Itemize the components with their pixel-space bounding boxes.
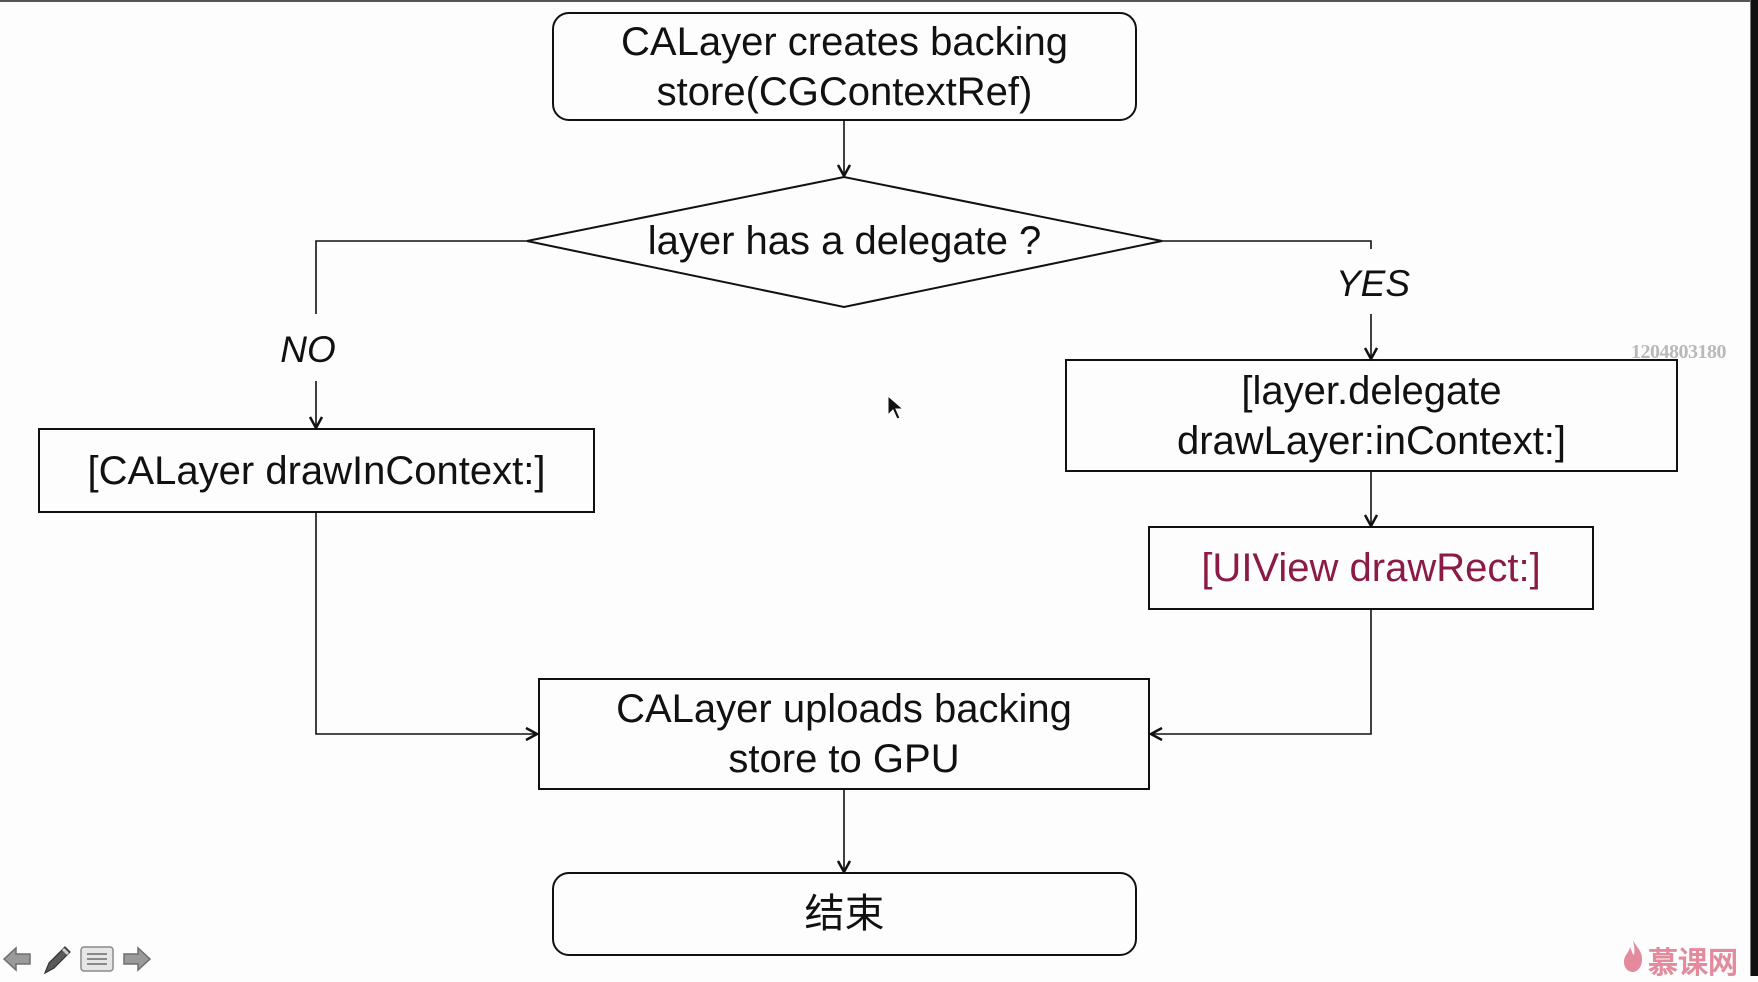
edge-uiview-to-upload bbox=[1151, 609, 1372, 734]
uiview-node: [UIView drawRect:] bbox=[1201, 546, 1541, 590]
mouse-cursor-icon bbox=[887, 394, 905, 426]
brand-name: 慕课网 bbox=[1648, 946, 1738, 981]
arrow-left-icon[interactable] bbox=[0, 944, 34, 974]
watermark-id: 1204803180 bbox=[1631, 341, 1727, 363]
upload-node-line2: store to GPU bbox=[728, 737, 960, 781]
no-branch-node: [CALayer drawInContext:] bbox=[87, 448, 546, 493]
yes-branch-line2: drawLayer:inContext:] bbox=[1176, 418, 1567, 463]
edge-label-yes: YES bbox=[1335, 263, 1411, 304]
decision-node: layer has a delegate ? bbox=[647, 219, 1042, 263]
slide-nav-toolbar bbox=[0, 944, 154, 975]
window-right-border bbox=[1750, 0, 1758, 976]
pen-icon[interactable] bbox=[40, 944, 74, 975]
window-top-border bbox=[0, 0, 1758, 2]
start-node: CALayer creates backing store(CGContextR… bbox=[553, 13, 1136, 120]
edge-decision-to-yes-top bbox=[1162, 240, 1372, 249]
start-node-line2: store(CGContextRef) bbox=[656, 69, 1033, 114]
edge-label-no: NO bbox=[280, 329, 336, 370]
flame-icon bbox=[1622, 939, 1644, 981]
edge-decision-to-no-top bbox=[315, 240, 527, 314]
yes-branch-line1: [layer.delegate bbox=[1241, 368, 1502, 413]
upload-node-line1: CALayer uploads backing bbox=[616, 687, 1072, 731]
end-node: 结束 bbox=[804, 891, 885, 937]
edge-no-to-upload bbox=[315, 512, 537, 734]
start-node-line1: CALayer creates backing bbox=[621, 19, 1068, 64]
yes-branch-node: [layer.delegate drawLayer:inContext:] bbox=[1066, 360, 1677, 471]
brand-logo: 慕课网 bbox=[1622, 938, 1738, 982]
upload-node: CALayer uploads backing store to GPU bbox=[539, 679, 1149, 789]
arrow-right-icon[interactable] bbox=[120, 944, 154, 974]
menu-icon[interactable] bbox=[80, 944, 114, 974]
